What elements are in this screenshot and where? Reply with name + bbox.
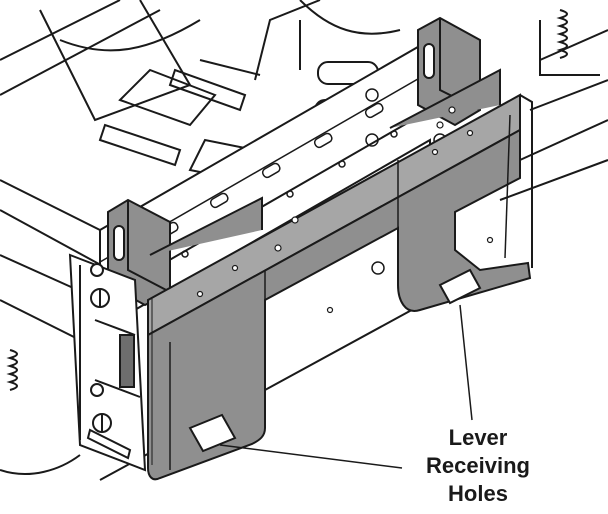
lever-receiving-holes-label: Lever Receiving Holes xyxy=(398,424,558,508)
label-line-3: Holes xyxy=(448,481,508,506)
label-line-1: Lever xyxy=(448,425,508,450)
left-spring xyxy=(6,349,18,391)
plate-rivets xyxy=(196,106,494,314)
label-line-2: Receiving xyxy=(426,453,530,478)
lever-receiving-hole-left xyxy=(188,413,237,453)
leader-line-left-hole xyxy=(219,444,403,469)
right-spring xyxy=(539,9,600,76)
left-latch-bracket xyxy=(68,253,147,472)
leader-lines xyxy=(219,304,473,469)
lever-receiving-hole-right xyxy=(438,268,482,305)
attachment-plate xyxy=(147,68,533,481)
leader-line-right-hole xyxy=(459,304,473,421)
